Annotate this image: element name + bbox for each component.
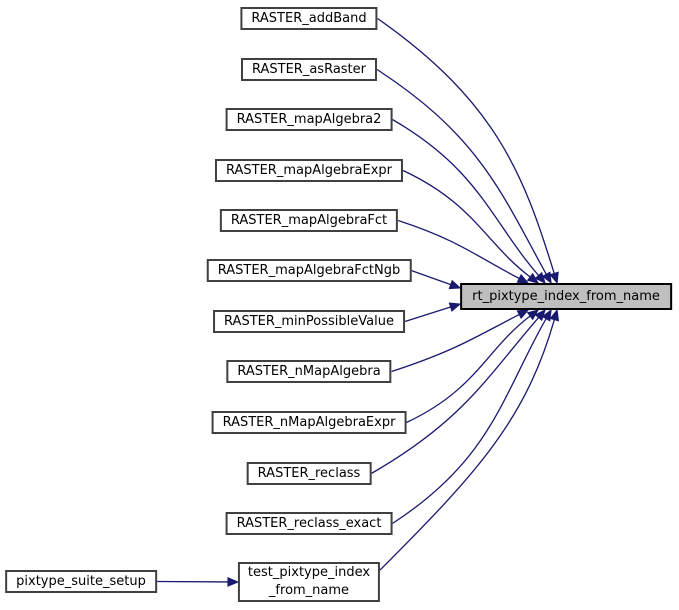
node-raster-mapalgebrafctngb[interactable]: RASTER_mapAlgebraFctNgb bbox=[206, 259, 412, 282]
node-raster-addband[interactable]: RASTER_addBand bbox=[240, 7, 378, 30]
node-raster-mapalgebra2[interactable]: RASTER_mapAlgebra2 bbox=[225, 108, 393, 131]
node-raster-mapalgebraexpr[interactable]: RASTER_mapAlgebraExpr bbox=[214, 159, 404, 182]
node-raster-nmapalgebraexpr[interactable]: RASTER_nMapAlgebraExpr bbox=[211, 411, 407, 434]
node-pixtype-suite-setup[interactable]: pixtype_suite_setup bbox=[5, 570, 157, 593]
node-raster-reclass-exact[interactable]: RASTER_reclass_exact bbox=[225, 512, 393, 535]
node-raster-minpossiblevalue[interactable]: RASTER_minPossibleValue bbox=[213, 310, 405, 333]
node-rt-pixtype-index-from-name[interactable]: rt_pixtype_index_from_name bbox=[460, 283, 672, 310]
node-raster-reclass[interactable]: RASTER_reclass bbox=[246, 462, 372, 485]
node-raster-asraster[interactable]: RASTER_asRaster bbox=[240, 58, 378, 81]
node-test-pixtype-index-from-name[interactable]: test_pixtype_index _from_name bbox=[237, 562, 381, 602]
node-raster-mapalgebrafct[interactable]: RASTER_mapAlgebraFct bbox=[219, 209, 399, 232]
node-raster-nmapalgebra[interactable]: RASTER_nMapAlgebra bbox=[226, 360, 392, 383]
